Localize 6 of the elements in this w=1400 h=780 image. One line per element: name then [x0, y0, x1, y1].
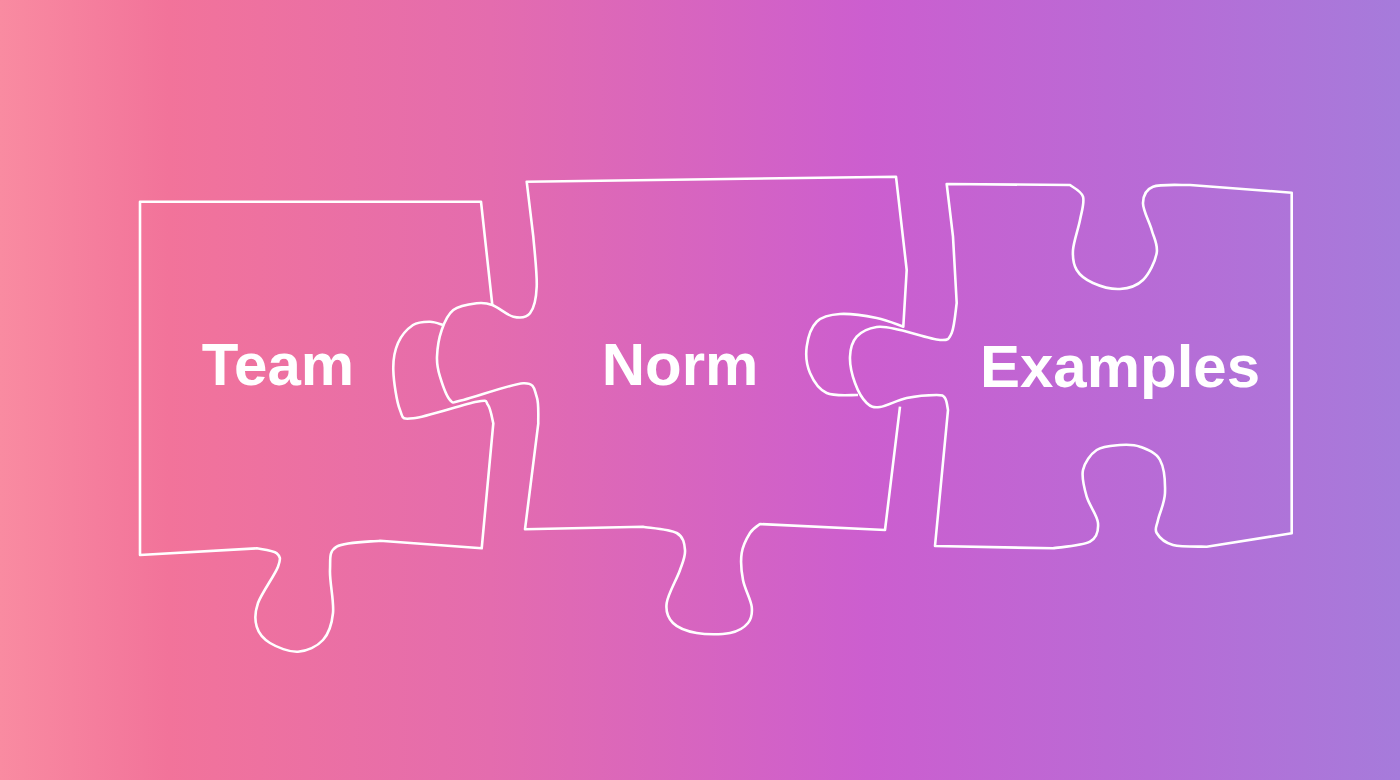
puzzle-piece	[137, 199, 497, 655]
piece-label: Team	[201, 335, 355, 395]
piece-label: Norm	[601, 335, 759, 395]
puzzle-piece	[847, 181, 1294, 551]
piece-label: Examples	[979, 337, 1261, 397]
puzzle-piece	[434, 174, 910, 636]
